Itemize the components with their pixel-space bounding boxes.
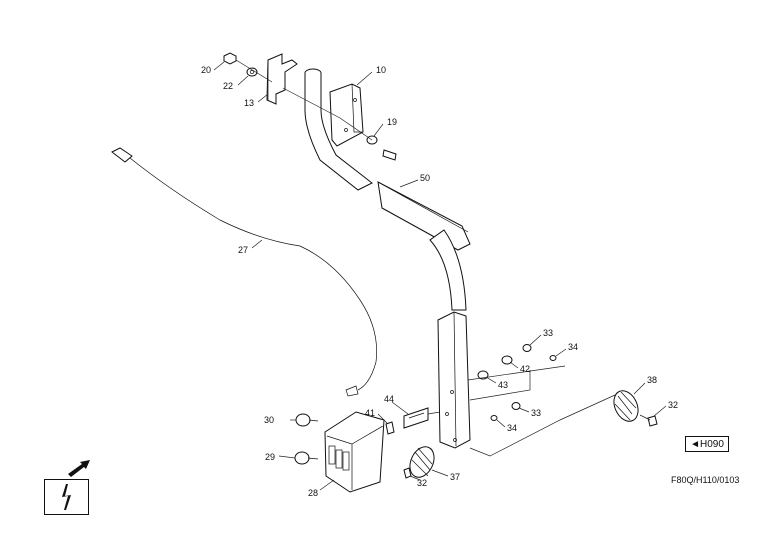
callout-37: 37 [450,472,460,482]
bracket-10 [329,83,364,147]
callout-44: 44 [384,394,394,404]
leader-lines [213,61,667,491]
drawing-code: F80Q/H110/0103 [671,475,740,485]
callout-50: 50 [420,173,430,183]
washer-43 [477,370,489,380]
callout-33-upper: 33 [543,328,553,338]
washer-22 [246,67,258,77]
assembly-lines [235,59,651,457]
mounting-post [437,311,471,449]
cable-27 [111,147,377,397]
callout-20: 20 [201,65,211,75]
reflector-38 [613,390,639,422]
rear-lamp-28 [324,411,385,493]
warning-box [44,479,89,515]
callout-27: 27 [238,245,248,255]
screw-32-right [647,415,658,427]
nut-33-lower [511,402,521,410]
callout-34-lower: 34 [507,423,517,433]
nut-20 [223,52,237,65]
bulb-29 [294,451,319,465]
callout-13: 13 [244,98,254,108]
washer-34-lower [490,415,498,421]
callout-32-lower: 32 [417,478,427,488]
plate-44 [403,407,429,429]
callout-33-lower: 33 [531,408,541,418]
nut-33-upper [522,344,532,352]
washer-42 [501,355,513,365]
callout-22: 22 [223,81,233,91]
callout-41: 41 [365,408,375,418]
callout-43: 43 [498,380,508,390]
callout-42: 42 [520,364,530,374]
callout-30: 30 [264,415,274,425]
bolt-19 [382,149,397,161]
callout-38: 38 [647,375,657,385]
electric-warning-icon [62,484,71,510]
bracket-13 [266,53,298,105]
bulb-30 [295,413,319,427]
arrow-icon [68,460,90,477]
screw-32-lower [403,467,412,479]
callout-32-right: 32 [668,400,678,410]
screw-41 [385,421,395,435]
arm-tube-50 [304,68,471,311]
callout-19: 19 [387,117,397,127]
reflector-37 [409,446,435,478]
callout-labels: 20 22 13 10 19 50 27 33 34 42 43 44 41 3… [201,65,678,498]
callout-28: 28 [308,488,318,498]
reference-label: ◄H090 [685,436,729,452]
washer-34-upper [549,355,557,361]
callout-29: 29 [265,452,275,462]
callout-34-upper: 34 [568,342,578,352]
callout-10: 10 [376,65,386,75]
